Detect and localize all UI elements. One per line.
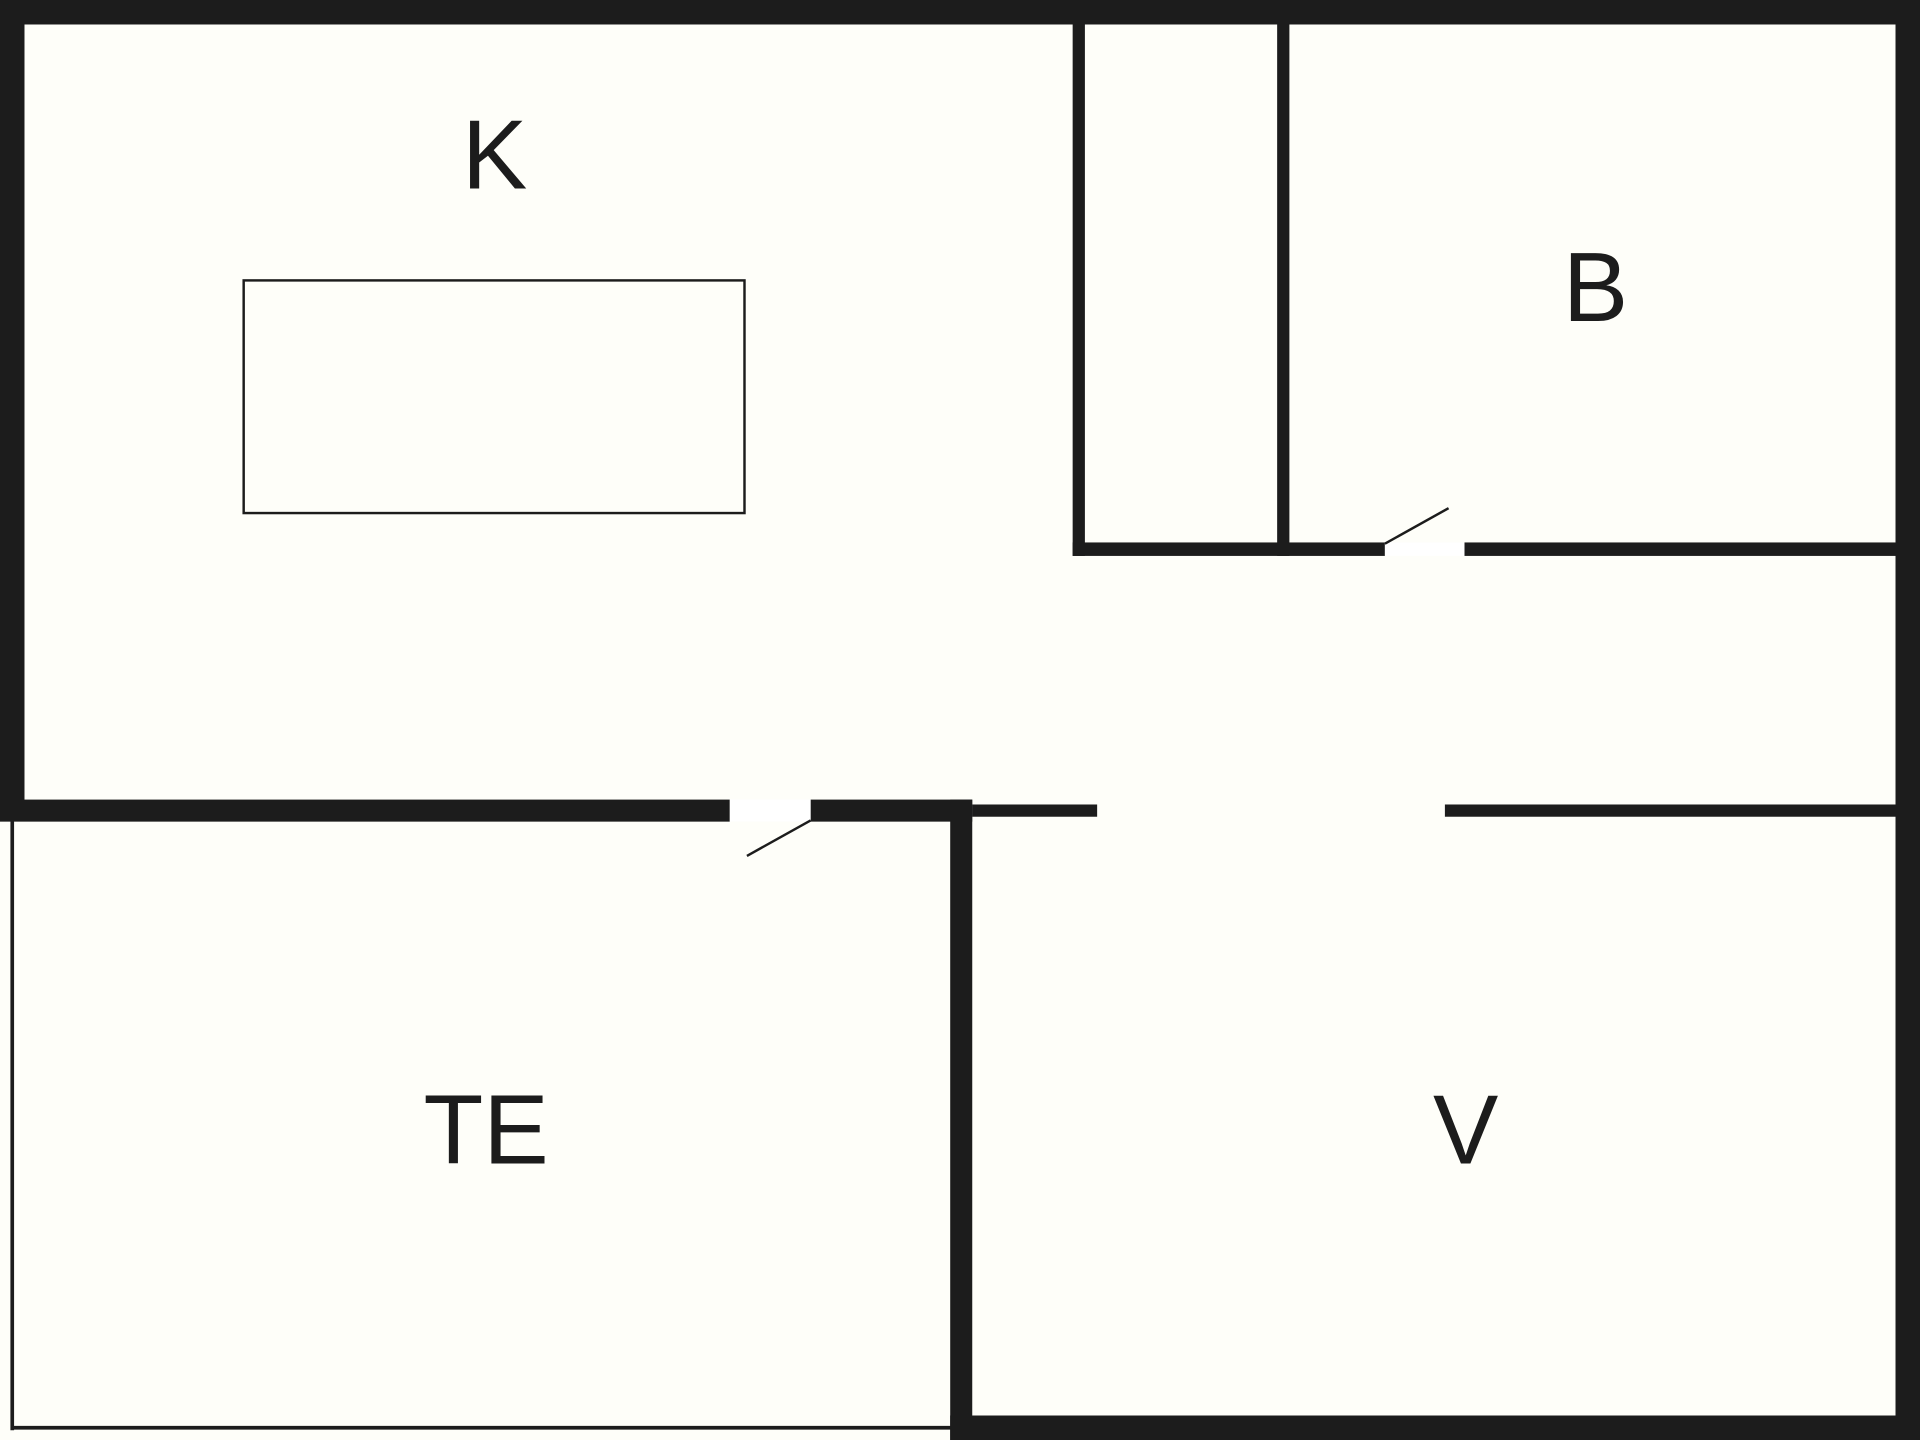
wall-k-te-right (810, 799, 973, 822)
interior-walls (0, 22, 1898, 1440)
room-label-k: K (462, 100, 527, 210)
doors (729, 507, 1465, 857)
table (242, 279, 746, 515)
wall-te-v (950, 799, 973, 1440)
wall-v-top-left (972, 804, 1098, 817)
wall-bottom-right (950, 1415, 1920, 1440)
wall-left-upper (0, 0, 25, 821)
room-label-te: TE (424, 1074, 549, 1184)
wall-b-bottom-right (1464, 542, 1898, 556)
wall-v-top-right (1444, 804, 1898, 817)
wall-top (0, 0, 1920, 25)
wall-closet-left (1072, 22, 1085, 556)
door-b-leaf (1384, 507, 1450, 545)
wall-right (1895, 0, 1920, 1440)
wall-closet-right (1277, 22, 1290, 556)
door-te-leaf (746, 819, 812, 857)
door-b-gap (1384, 542, 1465, 556)
room-label-v: V (1433, 1074, 1498, 1184)
wall-k-te-left (0, 799, 730, 822)
door-te (729, 799, 812, 857)
door-te-gap (729, 799, 811, 822)
te-outline-walls (10, 820, 953, 1431)
room-label-b: B (1563, 232, 1628, 342)
door-b (1384, 507, 1465, 556)
wall-b-bottom-left (1072, 542, 1385, 556)
